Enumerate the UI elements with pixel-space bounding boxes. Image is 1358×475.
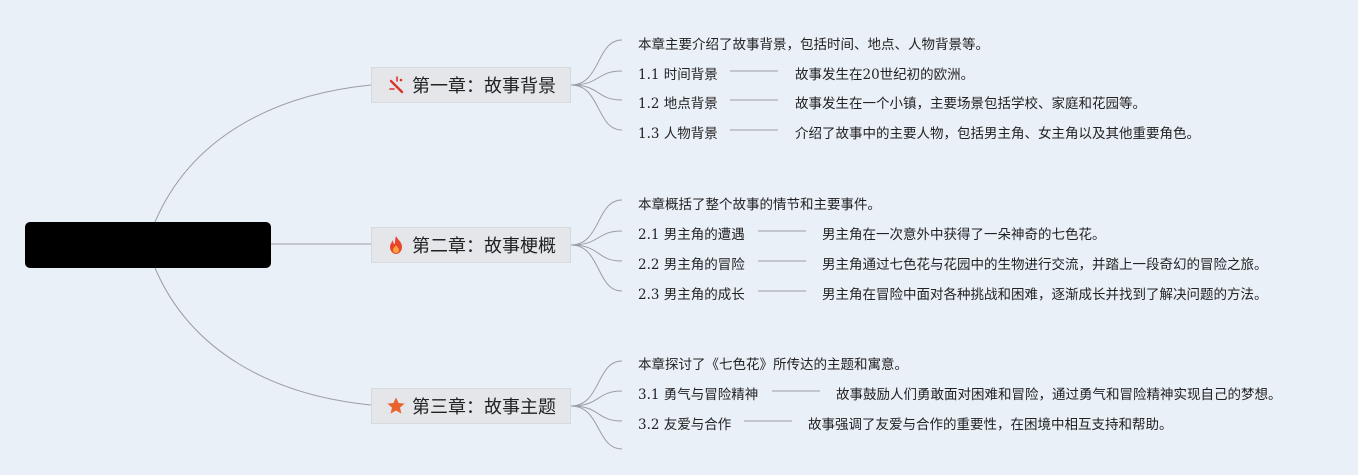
root-chapter-connector <box>154 267 372 406</box>
chapter-child-connector <box>570 244 623 292</box>
sub-topic-detail: 故事发生在一个小镇，主要场景包括学校、家庭和花园等。 <box>795 96 1146 112</box>
chapter-title: 第三章：故事主题 <box>412 397 556 418</box>
sub-topic[interactable]: 3.2 友爱与合作 <box>638 417 732 433</box>
sub-topic[interactable]: 2.1 男主角的遭遇 <box>638 227 745 243</box>
sub-topic[interactable]: 2.3 男主角的成长 <box>638 287 745 303</box>
chapter-child-connector <box>570 84 623 101</box>
chapter-child-connector <box>570 39 623 86</box>
chapter-child-connector <box>570 244 623 262</box>
sub-topic-detail: 故事鼓励人们勇敢面对困难和冒险，通过勇气和冒险精神实现自己的梦想。 <box>836 387 1282 403</box>
sub-topic-detail: 男主角在一次意外中获得了一朵神奇的七色花。 <box>822 227 1106 243</box>
magic-wand-icon <box>386 75 406 95</box>
chapter-node-3[interactable]: 第三章：故事主题 <box>371 388 571 424</box>
sub-topic-detail: 男主角在冒险中面对各种挑战和困难，逐渐成长并找到了解决问题的方法。 <box>822 287 1268 303</box>
star-icon <box>386 396 406 416</box>
chapter-title: 第二章：故事梗概 <box>412 236 556 257</box>
chapter-child-connector <box>570 405 623 450</box>
chapter-child-connector <box>570 230 623 246</box>
root-chapter-connector <box>154 84 372 223</box>
chapter-child-connector <box>570 390 623 407</box>
chapter-child-connector <box>570 360 623 407</box>
chapter-title: 第一章：故事背景 <box>412 76 556 97</box>
chapter-child-connector <box>570 199 623 246</box>
chapter-intro: 本章探讨了《七色花》所传达的主题和寓意。 <box>638 357 908 373</box>
sub-topic-detail: 故事发生在20世纪初的欧洲。 <box>795 67 975 83</box>
fire-icon <box>386 235 406 255</box>
chapter-node-2[interactable]: 第二章：故事梗概 <box>371 227 571 263</box>
chapter-intro: 本章主要介绍了故事背景，包括时间、地点、人物背景等。 <box>638 37 989 53</box>
chapter-child-connector <box>570 84 623 131</box>
sub-topic-detail: 介绍了故事中的主要人物，包括男主角、女主角以及其他重要角色。 <box>795 126 1200 142</box>
sub-topic[interactable]: 1.1 时间背景 <box>638 67 718 83</box>
chapter-child-connector <box>570 70 623 86</box>
chapter-child-connector <box>570 405 623 422</box>
root-node[interactable] <box>25 222 271 268</box>
sub-topic[interactable]: 1.3 人物背景 <box>638 126 718 142</box>
chapter-intro: 本章概括了整个故事的情节和主要事件。 <box>638 197 881 213</box>
sub-topic-detail: 男主角通过七色花与花园中的生物进行交流，并踏上一段奇幻的冒险之旅。 <box>822 257 1268 273</box>
sub-topic[interactable]: 1.2 地点背景 <box>638 96 718 112</box>
sub-topic[interactable]: 2.2 男主角的冒险 <box>638 257 745 273</box>
chapter-node-1[interactable]: 第一章：故事背景 <box>371 67 571 103</box>
sub-topic[interactable]: 3.1 勇气与冒险精神 <box>638 387 759 403</box>
sub-topic-detail: 故事强调了友爱与合作的重要性，在困境中相互支持和帮助。 <box>808 417 1173 433</box>
